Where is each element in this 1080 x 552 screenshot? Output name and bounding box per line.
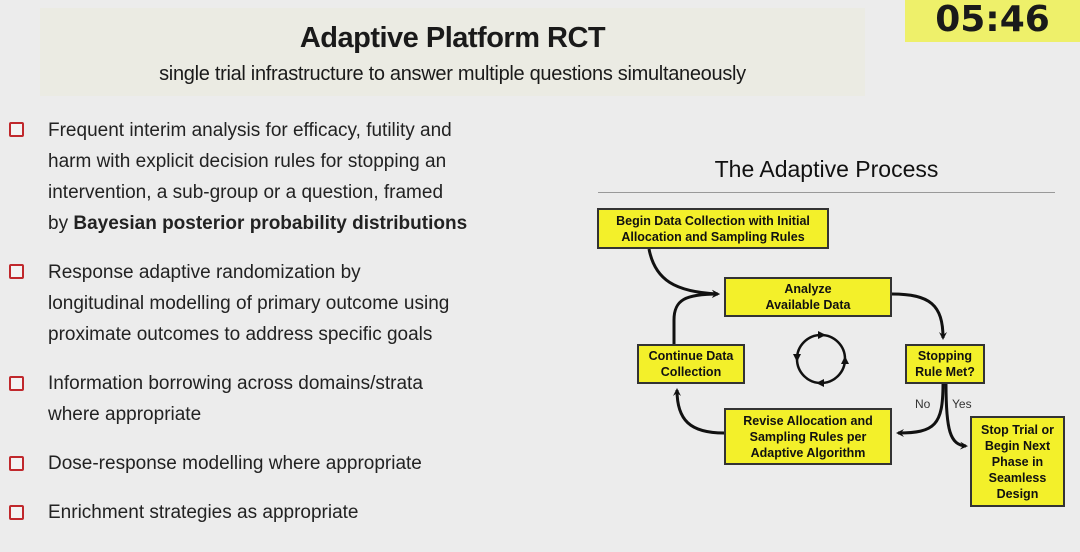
bullet-line: Frequent interim analysis for efficacy, … xyxy=(48,120,452,141)
bullet-line: Dose-response modelling where appropriat… xyxy=(48,453,422,474)
arrow-yes-to-stop xyxy=(944,383,968,450)
box-analyze: Analyze Available Data xyxy=(724,277,892,317)
bullet-line: proximate outcomes to address specific g… xyxy=(48,324,433,345)
bullet-line: longitudinal modelling of primary outcom… xyxy=(48,293,450,314)
slide-subtitle: single trial infrastructure to answer mu… xyxy=(159,63,746,85)
label-no: No xyxy=(915,397,931,411)
bullet-line: by Bayesian posterior probability distri… xyxy=(48,208,467,239)
box-stopping-rule: Stopping Rule Met? xyxy=(905,344,985,384)
box-revise-allocation: Revise Allocation and Sampling Rules per… xyxy=(724,408,892,465)
cycle-icon xyxy=(795,333,847,385)
bullet-text: by xyxy=(48,213,74,234)
arrow-analyze-to-stopping xyxy=(891,292,947,340)
arrow-continue-to-analyze xyxy=(672,290,720,344)
bullet-line: where appropriate xyxy=(48,404,202,425)
slide-header: Adaptive Platform RCT single trial infra… xyxy=(40,8,865,96)
diagram-title: The Adaptive Process xyxy=(714,156,939,182)
box-begin-data-collection: Begin Data Collection with Initial Alloc… xyxy=(597,208,829,249)
checkbox-bullet-icon xyxy=(9,505,24,520)
bullet-line: harm with explicit decision rules for st… xyxy=(48,151,447,172)
arrow-revise-to-continue xyxy=(673,388,725,435)
slide-title: Adaptive Platform RCT xyxy=(299,22,606,54)
arrow-begin-to-analyze xyxy=(647,248,720,298)
bullet-line: intervention, a sub-group or a question,… xyxy=(48,182,444,203)
bullet-bold-text: Bayesian posterior probability distribut… xyxy=(73,213,468,234)
arrow-no-to-revise xyxy=(896,383,945,437)
bullet-line: Response adaptive randomization by xyxy=(48,262,361,283)
bullet-line: Enrichment strategies as appropriate xyxy=(48,502,359,523)
label-yes: Yes xyxy=(952,397,972,411)
divider xyxy=(598,192,1055,193)
box-continue-data-collection: Continue Data Collection xyxy=(637,344,745,384)
checkbox-bullet-icon xyxy=(9,264,24,279)
cycle-arrowheads xyxy=(793,331,849,387)
checkbox-bullet-icon xyxy=(9,456,24,471)
countdown-timer: 05:46 xyxy=(905,0,1080,42)
checkbox-bullet-icon xyxy=(9,122,24,137)
checkbox-bullet-icon xyxy=(9,376,24,391)
box-stop-trial: Stop Trial or Begin Next Phase in Seamle… xyxy=(970,416,1065,507)
bullet-line: Information borrowing across domains/str… xyxy=(48,373,423,394)
